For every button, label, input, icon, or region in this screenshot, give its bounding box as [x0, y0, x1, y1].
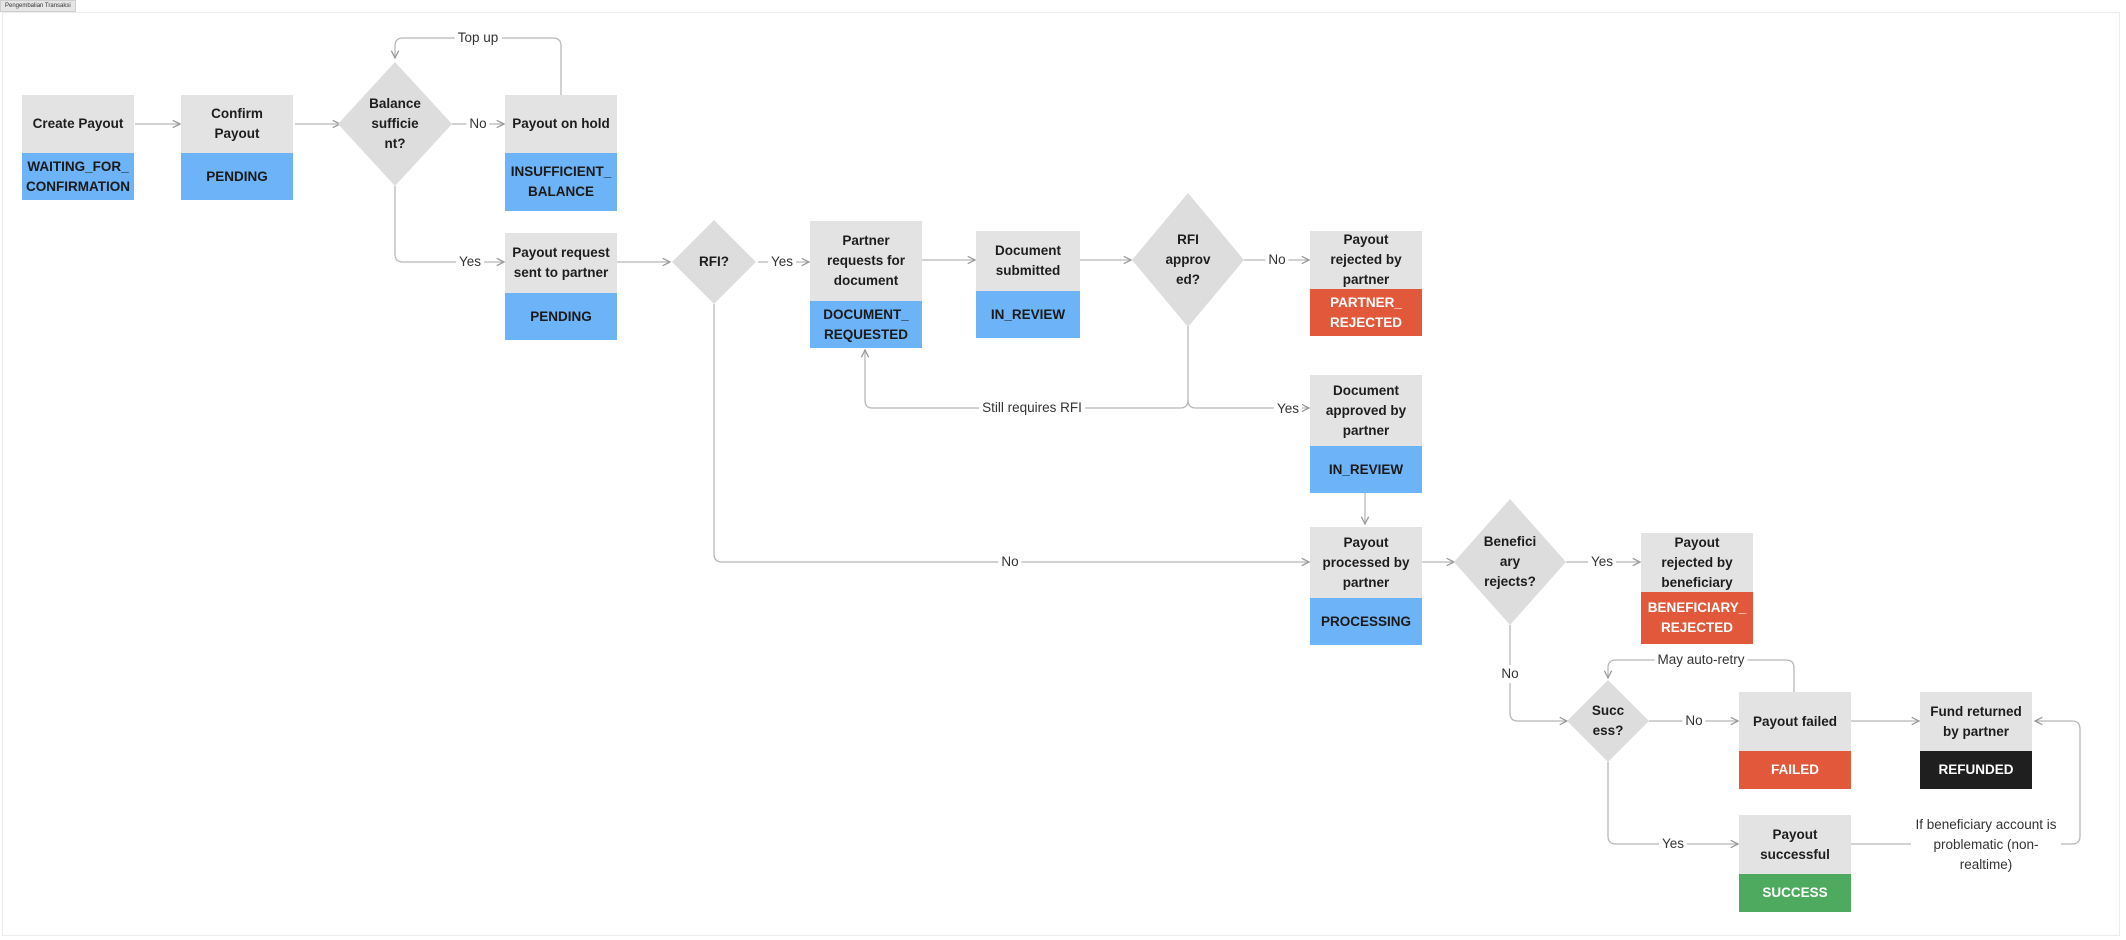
edge-label-no: No: [1498, 665, 1522, 683]
edge-label-still-requires-rfi: Still requires RFI: [979, 399, 1085, 417]
edge-label-no: No: [998, 553, 1022, 571]
node-title: Document submitted: [976, 231, 1080, 291]
status-badge: REFUNDED: [1920, 751, 2032, 789]
node-title: Payout processed by partner: [1310, 527, 1422, 598]
edge-label-no: No: [466, 115, 490, 133]
node-fund-returned: Fund returned by partner REFUNDED: [1920, 692, 2032, 789]
node-title: Confirm Payout: [181, 95, 293, 153]
node-confirm-payout: Confirm Payout PENDING: [181, 95, 293, 200]
node-payout-request-sent: Payout request sent to partner PENDING: [505, 233, 617, 340]
node-create-payout: Create Payout WAITING_FOR_ CONFIRMATION: [22, 95, 134, 200]
edge-label-yes: Yes: [1587, 553, 1617, 571]
status-badge: IN_REVIEW: [976, 291, 1080, 338]
node-payout-failed: Payout failed FAILED: [1739, 692, 1851, 789]
edge-success-yes-successful: [1607, 762, 1738, 844]
edge-label-yes: Yes: [1273, 400, 1303, 418]
edge-label-yes: Yes: [455, 253, 485, 271]
status-badge: DOCUMENT_ REQUESTED: [810, 301, 922, 348]
edge-label-yes: Yes: [767, 253, 797, 271]
node-payout-rejected-partner: Payout rejected by partner PARTNER_ REJE…: [1310, 231, 1422, 336]
edge-label-no: No: [1265, 251, 1289, 269]
status-badge: FAILED: [1739, 751, 1851, 789]
edge-label-yes: Yes: [1658, 835, 1688, 853]
frame-label: Pengembalian Transaksi: [0, 0, 76, 12]
decision-rfi-approved-shape: [1132, 193, 1244, 327]
node-payout-processed: Payout processed by partner PROCESSING: [1310, 527, 1422, 645]
status-badge: INSUFFICIENT_ BALANCE: [505, 153, 617, 211]
decision-beneficiary-label: Benefici ary rejects?: [1483, 534, 1537, 589]
edge-rfi-no-processed: [713, 304, 1309, 562]
node-title: Payout successful: [1739, 815, 1851, 874]
status-badge: PENDING: [181, 153, 293, 200]
edge-balance-yes-request: [394, 186, 504, 262]
decision-balance-label: Balance sufficie nt?: [369, 96, 421, 151]
edge-label-no: No: [1682, 712, 1706, 730]
node-title: Create Payout: [22, 95, 134, 153]
node-title: Payout rejected by partner: [1310, 231, 1422, 289]
node-document-submitted: Document submitted IN_REVIEW: [976, 231, 1080, 338]
node-payout-successful: Payout successful SUCCESS: [1739, 815, 1851, 912]
status-badge: PARTNER_ REJECTED: [1310, 289, 1422, 336]
node-title: Document approved by partner: [1310, 375, 1422, 446]
status-badge: BENEFICIARY_ REJECTED: [1641, 592, 1753, 644]
decision-rfi-label: RFI?: [699, 254, 729, 269]
node-payout-on-hold: Payout on hold INSUFFICIENT_ BALANCE: [505, 95, 617, 211]
node-partner-requests-document: Partner requests for document DOCUMENT_ …: [810, 221, 922, 348]
decision-success-shape: [1567, 680, 1649, 762]
status-badge: WAITING_FOR_ CONFIRMATION: [22, 153, 134, 200]
status-badge: IN_REVIEW: [1310, 446, 1422, 493]
decision-beneficiary-shape: [1454, 499, 1566, 625]
node-payout-rejected-beneficiary: Payout rejected by beneficiary BENEFICIA…: [1641, 533, 1753, 644]
node-title: Payout request sent to partner: [505, 233, 617, 293]
edge-approved-yes-document: [1187, 399, 1309, 408]
decision-success-label: Succ ess?: [1591, 703, 1625, 738]
node-title: Payout rejected by beneficiary: [1641, 533, 1753, 592]
status-badge: PROCESSING: [1310, 598, 1422, 645]
note-problematic-account: If beneficiary account is problematic (n…: [1911, 815, 2061, 875]
node-title: Partner requests for document: [810, 221, 922, 301]
edge-label-top-up: Top up: [454, 29, 502, 47]
edge-label-may-auto-retry: May auto-retry: [1654, 651, 1748, 669]
decision-rfi-shape: [672, 220, 756, 304]
node-title: Fund returned by partner: [1920, 692, 2032, 751]
decision-balance-shape: [338, 62, 452, 186]
decision-rfi-approved-label: RFI approv ed?: [1165, 232, 1211, 287]
edge-successful-to-refunded: [1851, 721, 2081, 845]
edge-beneficiary-no-success: [1509, 625, 1567, 721]
status-badge: SUCCESS: [1739, 874, 1851, 912]
node-title: Payout on hold: [505, 95, 617, 153]
status-badge: PENDING: [505, 293, 617, 340]
node-document-approved: Document approved by partner IN_REVIEW: [1310, 375, 1422, 493]
diagram-frame: [2, 12, 2120, 936]
node-title: Payout failed: [1739, 692, 1851, 751]
